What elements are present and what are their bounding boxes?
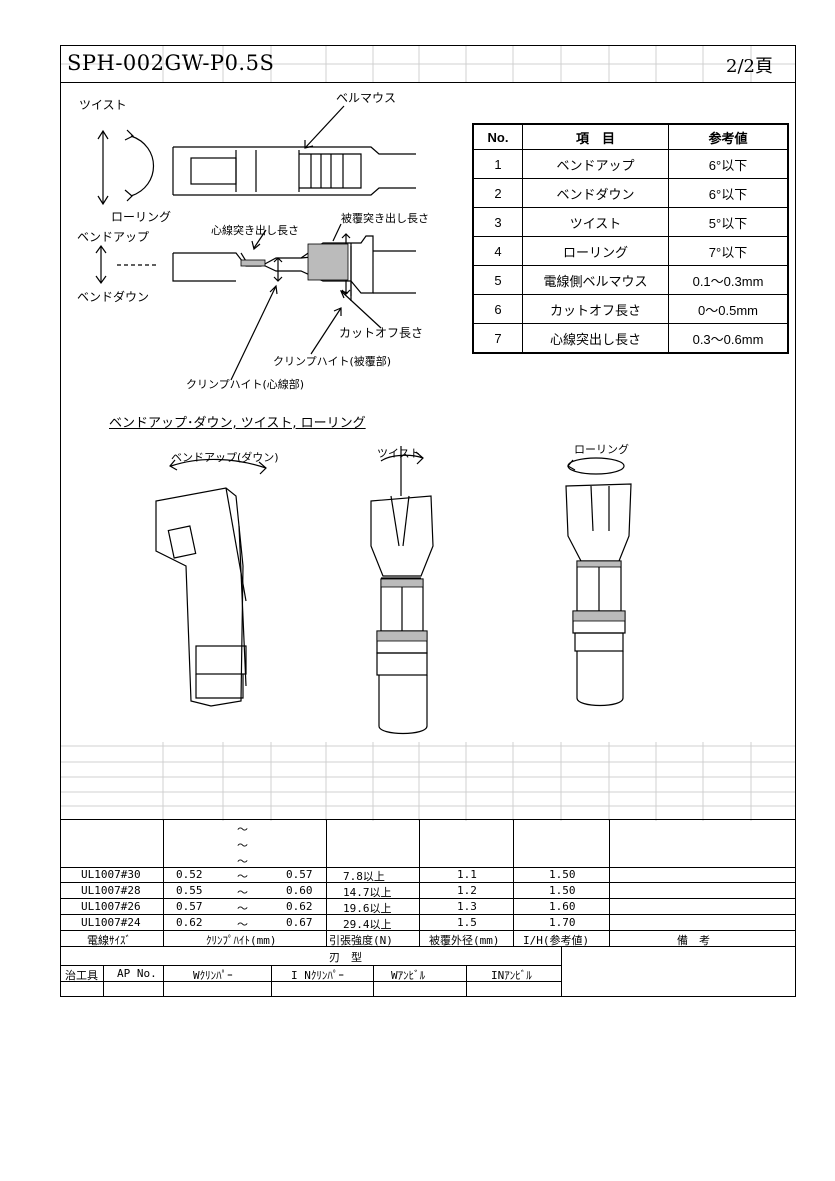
cell-no: 6 (472, 294, 523, 324)
cell-no: 1 (472, 149, 523, 179)
cell-no: 7 (472, 323, 523, 354)
header-remarks: 備 考 (677, 934, 710, 947)
cell-item: ベンドアップ (522, 149, 669, 179)
col-item: 項 目 (522, 123, 669, 150)
header-wire-size: 電線ｻｲｽﾞ (87, 934, 131, 947)
crimp-min: 0.62 (176, 916, 203, 929)
tensile: 19.6以上 (343, 902, 392, 915)
crimp-range: ～ (237, 918, 248, 931)
col-value: 参考値 (668, 123, 789, 150)
wire-size: UL1007#30 (81, 868, 141, 881)
outer-diameter: 1.5 (457, 916, 477, 929)
label-crimp-cover: クリンプハイト(被覆部) (273, 355, 392, 368)
label-bend-figure: ベンドアップ(ダウン) (171, 451, 279, 464)
cell-no: 5 (472, 265, 523, 295)
header-ih: I/H(参考値) (523, 934, 590, 947)
label-crimp-core: クリンプハイト(心線部) (186, 378, 305, 391)
tensile: 7.8以上 (343, 870, 385, 883)
header-crimp-height: ｸﾘﾝﾌﾟﾊｲﾄ(mm) (206, 934, 277, 947)
header-tensile: 引張強度(N) (329, 934, 393, 947)
header-tool: 治工具 (65, 969, 98, 982)
section-title: ベンドアップ･ダウン, ツイスト, ローリング (109, 416, 366, 431)
crimp-max: 0.60 (286, 884, 313, 897)
tensile: 29.4以上 (343, 918, 392, 931)
header-in-anvil: INｱﾝﾋﾞﾙ (491, 969, 532, 982)
label-core-protrusion: 心線突き出し長さ (211, 224, 299, 237)
crimp-max: 0.62 (286, 900, 313, 913)
label-rolling: ローリング (111, 210, 172, 224)
cell-value: 6°以下 (668, 149, 789, 179)
cell-value: 6°以下 (668, 178, 789, 208)
wire-size: UL1007#28 (81, 884, 141, 897)
ih-value: 1.50 (549, 868, 576, 881)
cell-item: ベンドダウン (522, 178, 669, 208)
cell-no: 4 (472, 236, 523, 266)
crimp-max: 0.57 (286, 868, 313, 881)
tilde: ～ (237, 839, 248, 852)
outer-diameter: 1.1 (457, 868, 477, 881)
wire-size: UL1007#26 (81, 900, 141, 913)
label-rolling-figure: ローリング (574, 443, 629, 456)
tilde: ～ (237, 855, 248, 868)
outer-diameter: 1.3 (457, 900, 477, 913)
label-bend-up: ベンドアップ (77, 230, 150, 244)
crimp-min: 0.57 (176, 900, 203, 913)
ih-value: 1.70 (549, 916, 576, 929)
cell-item: 電線側ベルマウス (522, 265, 669, 295)
crimp-range: ～ (237, 870, 248, 883)
tensile: 14.7以上 (343, 886, 392, 899)
cell-value: 7°以下 (668, 236, 789, 266)
label-bend-down: ベンドダウン (77, 290, 150, 304)
label-cutoff: カットオフ長さ (339, 326, 424, 340)
header-in-crimper: I Nｸﾘﾝﾊﾟｰ (291, 969, 344, 982)
cell-item: ツイスト (522, 207, 669, 237)
tilde: ～ (237, 823, 248, 836)
crimp-max: 0.67 (286, 916, 313, 929)
wire-size: UL1007#24 (81, 916, 141, 929)
label-twist: ツイスト (79, 98, 127, 112)
cell-no: 3 (472, 207, 523, 237)
label-twist-figure: ツイスト (377, 447, 421, 460)
outer-diameter: 1.2 (457, 884, 477, 897)
cell-value: 0.3～0.6mm (668, 323, 789, 354)
cell-value: 0.1～0.3mm (668, 265, 789, 295)
col-no: No. (472, 123, 523, 150)
header-outer-diameter: 被覆外径(mm) (429, 934, 500, 947)
crimp-min: 0.52 (176, 868, 203, 881)
ih-value: 1.60 (549, 900, 576, 913)
cell-item: ローリング (522, 236, 669, 266)
ih-value: 1.50 (549, 884, 576, 897)
label-cover-protrusion: 被覆突き出し長さ (341, 212, 429, 225)
blade-type-header: 刃 型 (329, 951, 362, 964)
cell-no: 2 (472, 178, 523, 208)
sheet-gridlines (61, 46, 795, 821)
header-w-anvil: Wｱﾝﾋﾞﾙ (391, 969, 426, 982)
terminal-drawings (95, 105, 632, 735)
header-w-crimper: Wｸﾘﾝﾊﾟｰ (193, 969, 233, 982)
crimp-range: ～ (237, 886, 248, 899)
title-divider (61, 82, 795, 83)
cell-value: 5°以下 (668, 207, 789, 237)
crimp-min: 0.55 (176, 884, 203, 897)
drawing-sheet: SPH-002GW-P0.5S 2/2頁 (60, 45, 796, 997)
cell-item: カットオフ長さ (522, 294, 669, 324)
cell-item: 心線突出し長さ (522, 323, 669, 354)
cell-value: 0～0.5mm (668, 294, 789, 324)
page-number: 2/2頁 (726, 56, 773, 77)
crimp-range: ～ (237, 902, 248, 915)
label-bellmouth: ベルマウス (336, 91, 397, 105)
header-ap-no: AP No. (117, 967, 157, 980)
spec-table-header: No. 項 目 参考値 (472, 123, 789, 150)
part-number-title: SPH-002GW-P0.5S (67, 51, 275, 75)
